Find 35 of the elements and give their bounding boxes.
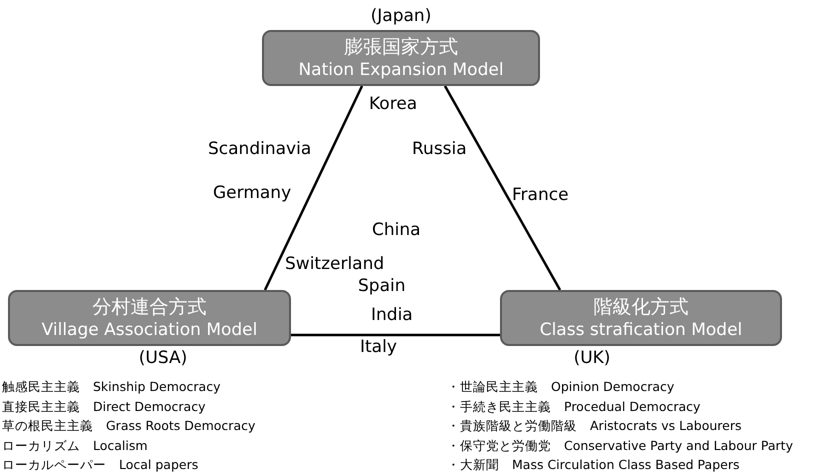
country-label: (Japan) bbox=[370, 6, 432, 26]
country-label: India bbox=[371, 305, 413, 325]
feature-item: ・手続き民主主義 Procedual Democracy bbox=[447, 398, 700, 416]
model-name-japanese: 分村連合方式 bbox=[92, 295, 206, 319]
country-label: Italy bbox=[360, 337, 397, 357]
country-label: Scandinavia bbox=[208, 139, 312, 159]
model-name-english: Nation Expansion Model bbox=[298, 59, 504, 81]
model-box bbox=[8, 290, 291, 346]
country-label: (UK) bbox=[574, 348, 610, 368]
country-label: Russia bbox=[412, 139, 467, 159]
country-label: Spain bbox=[358, 276, 406, 296]
country-label: France bbox=[512, 185, 569, 205]
country-label: Korea bbox=[369, 94, 418, 114]
country-label: (USA) bbox=[138, 348, 188, 368]
model-box bbox=[500, 290, 782, 346]
feature-item: 草の根民主主義 Grass Roots Democracy bbox=[2, 418, 256, 435]
model-name-english: Village Association Model bbox=[42, 319, 258, 341]
country-label: Switzerland bbox=[285, 254, 384, 274]
connector-line bbox=[291, 334, 500, 336]
model-name-english: Class strafication Model bbox=[540, 319, 742, 341]
model-name-japanese: 膨張国家方式 bbox=[344, 35, 458, 59]
feature-item: ローカルペーパー Local papers bbox=[2, 457, 198, 474]
model-box bbox=[262, 30, 540, 86]
feature-item: ・保守党と労働党 Conservative Party and Labour Party bbox=[447, 438, 793, 454]
feature-item: ・世論民主主義 Opinion Democracy bbox=[447, 379, 674, 396]
feature-item: ・大新聞 Mass Circulation Class Based Papers bbox=[447, 457, 740, 474]
feature-item: 触感民主主義 Skinship Democracy bbox=[2, 379, 220, 396]
connector-line bbox=[444, 85, 562, 291]
country-label: Germany bbox=[213, 183, 292, 203]
feature-item: ローカリズム Localism bbox=[2, 438, 148, 454]
feature-item: ・貴族階級と労働階級 Aristocrats vs Labourers bbox=[447, 418, 742, 435]
country-label: China bbox=[372, 220, 421, 240]
feature-item: 直接民主主義 Direct Democracy bbox=[2, 398, 206, 416]
connector-line bbox=[264, 85, 364, 291]
model-name-japanese: 階級化方式 bbox=[594, 295, 688, 319]
